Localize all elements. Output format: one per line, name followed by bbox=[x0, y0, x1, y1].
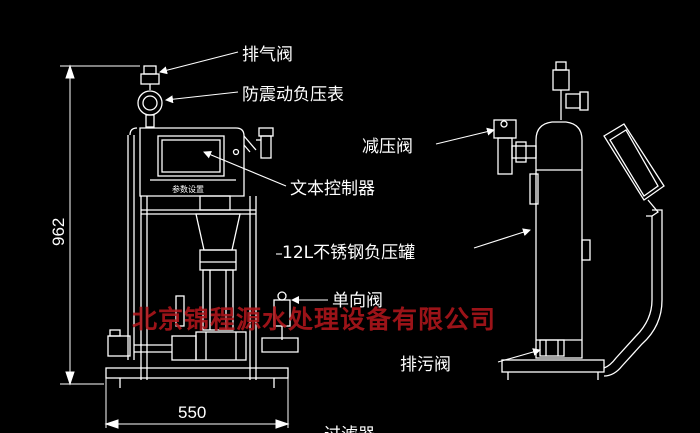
side-valve-drawing bbox=[256, 127, 274, 159]
side-valve-top bbox=[552, 61, 589, 120]
pump-drawing bbox=[107, 295, 247, 361]
side-base bbox=[501, 359, 605, 380]
vessel-drawing bbox=[195, 195, 241, 331]
exhaust-valve-drawing bbox=[140, 65, 160, 90]
drain-valve-drawing bbox=[539, 339, 565, 357]
label-check-valve: 单向阀 bbox=[332, 291, 383, 311]
controller-box: 参数设置 bbox=[139, 127, 245, 197]
label-tank: 12L不锈钢负压罐 bbox=[282, 243, 415, 263]
height-dimension: 962 bbox=[49, 218, 68, 246]
gauge-drawing bbox=[137, 90, 163, 128]
label-exhaust-valve: 排气阀 bbox=[242, 45, 293, 65]
callout-leaders bbox=[159, 51, 541, 363]
company-watermark: 北京锦程源水处理设备有限公司 bbox=[132, 305, 496, 334]
width-dimension: 550 bbox=[178, 403, 206, 422]
front-view: 参数设置 bbox=[105, 65, 299, 388]
reducing-valve-drawing bbox=[493, 119, 537, 175]
label-controller: 文本控制器 bbox=[290, 179, 375, 199]
side-view bbox=[493, 61, 665, 380]
label-filter-partial: 过滤器 bbox=[324, 425, 375, 433]
controller-arm bbox=[603, 123, 665, 377]
label-gauge: 防震动负压表 bbox=[242, 85, 344, 105]
label-drain-valve: 排污阀 bbox=[400, 355, 451, 375]
front-base bbox=[105, 367, 289, 388]
dimension-lines bbox=[60, 64, 290, 429]
tank-drawing bbox=[529, 121, 591, 359]
panel-text: 参数设置 bbox=[172, 184, 204, 194]
label-reducing-valve: 减压阀 bbox=[362, 137, 413, 157]
check-valve-drawing bbox=[261, 291, 299, 353]
frame-pipes bbox=[127, 127, 257, 380]
